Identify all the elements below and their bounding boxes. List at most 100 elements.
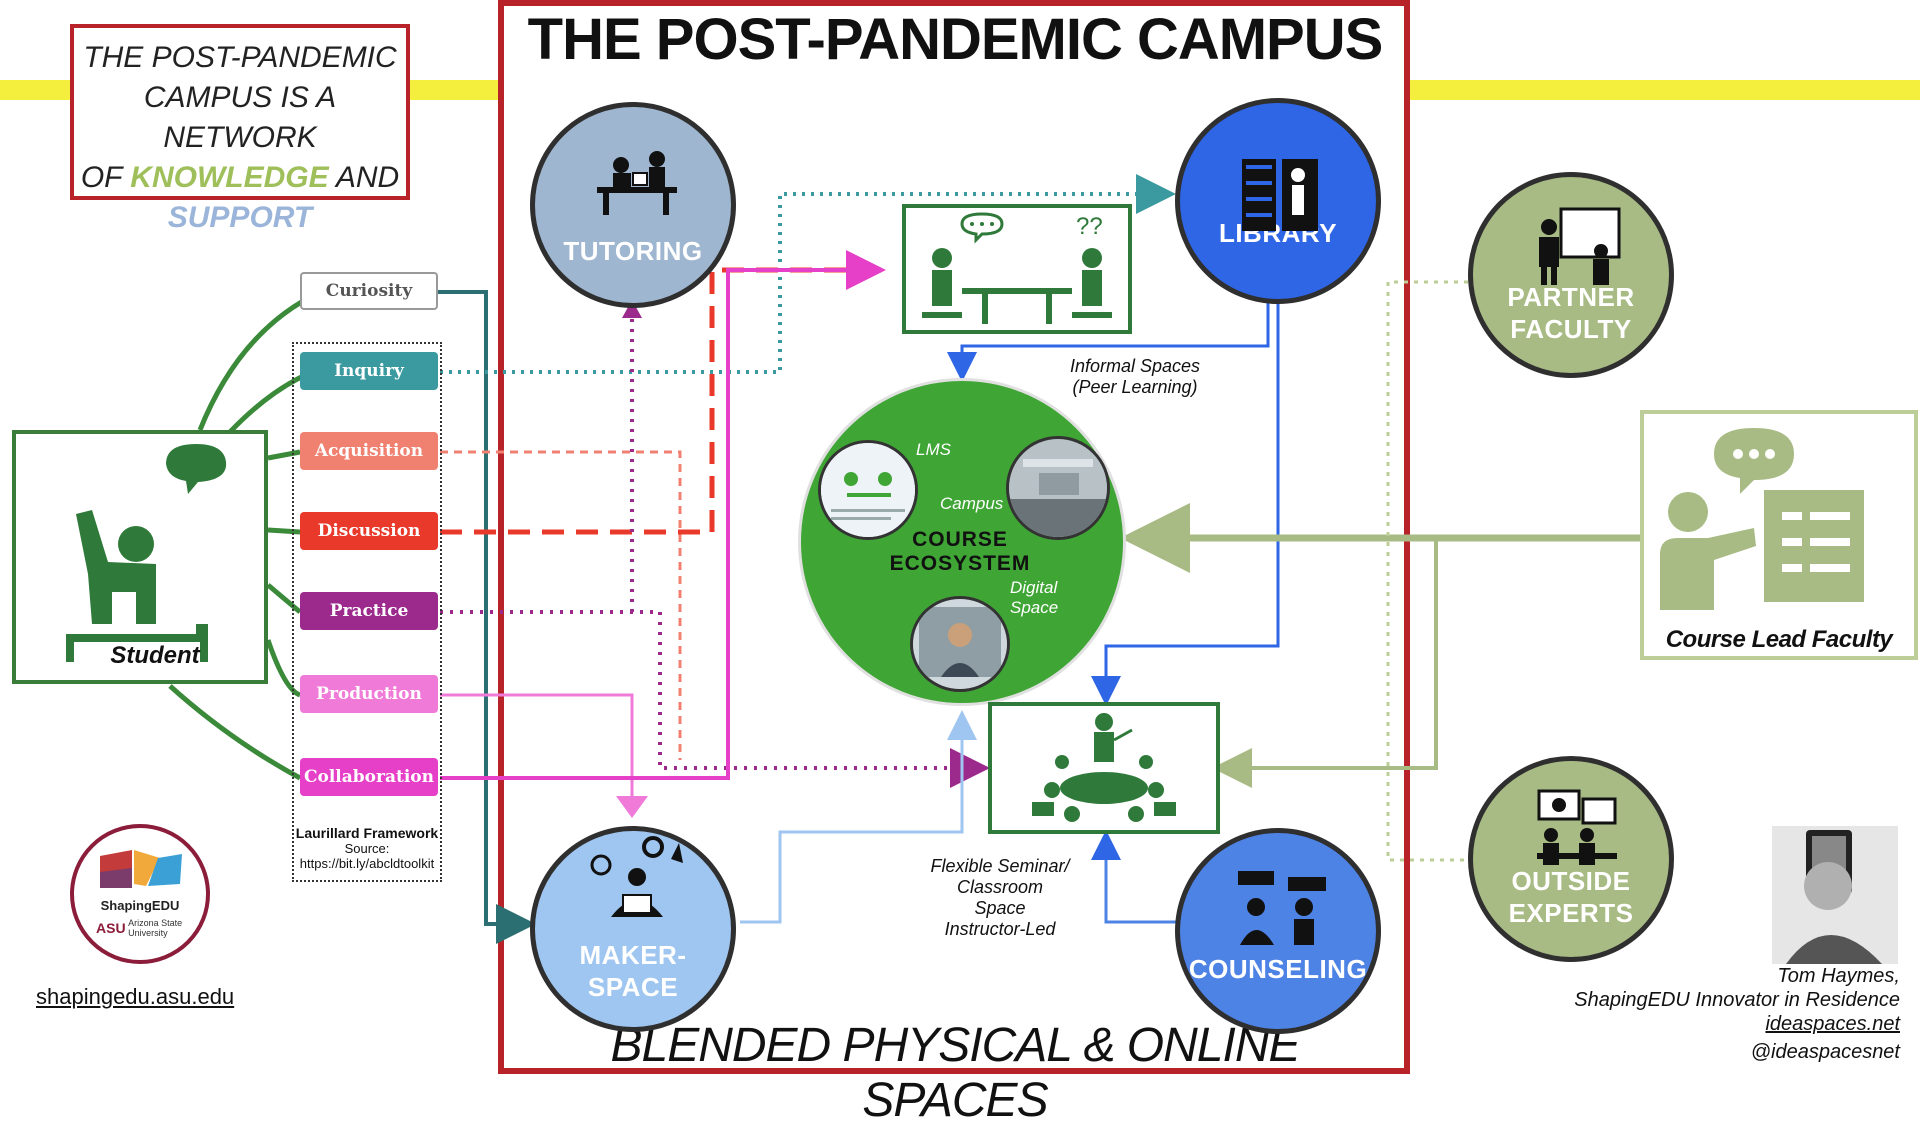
informal-label: Informal Spaces (Peer Learning) bbox=[1035, 356, 1235, 398]
campus-label: Campus bbox=[940, 494, 1004, 513]
seminar-box bbox=[988, 702, 1220, 834]
pill-collaboration: Collaboration bbox=[300, 758, 438, 796]
makerspace-icon bbox=[587, 833, 687, 926]
laurillard-source: Laurillard Framework Source: https://bit… bbox=[294, 825, 440, 872]
tutoring-label: TUTORING bbox=[563, 236, 703, 266]
counseling-hub: COUNSELING bbox=[1175, 828, 1381, 1034]
outside-experts-hub: OUTSIDE EXPERTS bbox=[1468, 756, 1674, 962]
outside-label-1: OUTSIDE bbox=[1511, 866, 1631, 896]
tagline-line-3: OF KNOWLEDGE AND bbox=[80, 158, 400, 198]
tagline-of: OF bbox=[80, 161, 131, 194]
credit-handle: @ideaspacesnet bbox=[1750, 1041, 1900, 1063]
tagline-and: AND bbox=[328, 161, 400, 194]
makerspace-label-2: SPACE bbox=[587, 972, 679, 1002]
credit-block: Tom Haymes, ShapingEDU Innovator in Resi… bbox=[1560, 964, 1900, 1064]
digital-space-label: Digital Space bbox=[1010, 578, 1058, 618]
partner-label-2: FACULTY bbox=[1510, 314, 1632, 344]
student-label: Student bbox=[110, 642, 200, 669]
makerspace-seminar-line bbox=[740, 710, 977, 924]
curiosity-line bbox=[420, 290, 536, 944]
makerspace-label-1: MAKER- bbox=[579, 940, 687, 970]
student-icon bbox=[66, 444, 227, 662]
credit-site-link[interactable]: ideaspaces.net bbox=[1765, 1013, 1900, 1035]
practice-line bbox=[440, 610, 990, 788]
partner-faculty-label: PARTNER FACULTY bbox=[1507, 281, 1634, 345]
seminar-label: Flexible Seminar/ Classroom Space Instru… bbox=[902, 856, 1098, 940]
digital-space-thumbnail bbox=[910, 596, 1010, 692]
connections-layer bbox=[168, 174, 1642, 944]
tagline-knowledge: KNOWLEDGE bbox=[130, 161, 329, 194]
counseling-seminar-line bbox=[1091, 830, 1180, 924]
library-seminar-line bbox=[1091, 300, 1280, 706]
library-ecosystem-line bbox=[947, 300, 1270, 382]
tutoring-arrowhead bbox=[622, 300, 642, 318]
tagline-line-4: SUPPORT bbox=[80, 198, 400, 238]
production-line bbox=[440, 693, 634, 812]
ecosystem-label-1: COURSE bbox=[912, 528, 1008, 551]
makerspace-label: MAKER- SPACE bbox=[580, 939, 687, 1003]
course-lead-box bbox=[1640, 410, 1918, 660]
experts-dotted-line bbox=[1386, 280, 1468, 862]
library-icon bbox=[1236, 155, 1326, 240]
pill-curiosity: Curiosity bbox=[300, 272, 438, 310]
tagline-line-1: THE POST-PANDEMIC bbox=[83, 41, 397, 74]
credit-name: Tom Haymes, bbox=[1777, 965, 1900, 987]
tutoring-icon bbox=[593, 147, 683, 222]
makerspace-arrowhead bbox=[616, 796, 648, 818]
tagline-box: THE POST-PANDEMIC CAMPUS IS A NETWORK OF… bbox=[70, 24, 410, 234]
peer-learning-icon: ?? bbox=[922, 212, 1112, 324]
shapingedu-name: ShapingEDU bbox=[100, 898, 180, 913]
credit-role: ShapingEDU Innovator in Residence bbox=[1574, 989, 1900, 1011]
course-lead-icon bbox=[1660, 428, 1864, 610]
partner-faculty-icon bbox=[1531, 207, 1623, 292]
makerspace-hub: MAKER- SPACE bbox=[530, 826, 736, 1032]
tagline-support: SUPPORT bbox=[167, 201, 313, 234]
tutoring-hub: TUTORING bbox=[530, 102, 736, 308]
course-ecosystem-label: COURSE ECOSYSTEM bbox=[860, 528, 1060, 576]
seminar-label-3: Space bbox=[974, 898, 1026, 918]
tagline-line-2: CAMPUS IS A NETWORK bbox=[143, 81, 337, 154]
digital-label-2: Space bbox=[1010, 598, 1059, 617]
shapingedu-mark bbox=[100, 850, 182, 888]
laurillard-source-url: https://bit.ly/abcldtoolkit bbox=[299, 856, 435, 871]
lms-label: LMS bbox=[916, 440, 951, 459]
outside-label-2: EXPERTS bbox=[1508, 898, 1634, 928]
inquiry-line bbox=[440, 174, 1176, 374]
campus-thumbnail bbox=[1006, 436, 1110, 540]
outside-experts-icon bbox=[1531, 789, 1623, 874]
digital-label-1: Digital bbox=[1010, 578, 1058, 597]
ecosystem-label-2: ECOSYSTEM bbox=[889, 552, 1031, 575]
pill-inquiry: Inquiry bbox=[300, 352, 438, 390]
svg-text:??: ?? bbox=[1076, 213, 1103, 240]
student-box bbox=[12, 430, 268, 684]
partner-label-1: PARTNER bbox=[1507, 282, 1635, 312]
lms-thumbnail bbox=[818, 440, 918, 540]
informal-label-1: Informal Spaces bbox=[1069, 356, 1201, 376]
collaboration-line bbox=[440, 250, 886, 780]
pill-acquisition: Acquisition bbox=[300, 432, 438, 470]
seminar-label-1: Flexible Seminar/ bbox=[930, 856, 1070, 876]
author-photo bbox=[1772, 826, 1898, 964]
asu-letters: ASU bbox=[96, 920, 126, 936]
seminar-icon bbox=[1032, 713, 1176, 822]
shapingedu-link[interactable]: shapingedu.asu.edu bbox=[36, 984, 235, 1009]
page-title: THE POST-PANDEMIC CAMPUS bbox=[527, 7, 1384, 72]
course-lead-label: Course Lead Faculty bbox=[1665, 626, 1893, 653]
asu-sub-2: University bbox=[128, 928, 168, 938]
pill-discussion: Discussion bbox=[300, 512, 438, 550]
counseling-icon bbox=[1232, 867, 1332, 952]
pill-practice: Practice bbox=[300, 592, 438, 630]
informal-label-2: (Peer Learning) bbox=[1072, 377, 1198, 397]
outside-experts-label: OUTSIDE EXPERTS bbox=[1509, 865, 1634, 929]
laurillard-box bbox=[292, 342, 442, 882]
courselead-seminar-line bbox=[1212, 536, 1642, 788]
library-hub: LIBRARY bbox=[1175, 98, 1381, 304]
counseling-label: COUNSELING bbox=[1188, 954, 1368, 984]
informal-spaces-box: ?? bbox=[902, 204, 1132, 334]
laurillard-title: Laurillard Framework bbox=[295, 825, 439, 841]
partner-faculty-hub: PARTNER FACULTY bbox=[1468, 172, 1674, 378]
acquisition-line bbox=[440, 450, 682, 760]
